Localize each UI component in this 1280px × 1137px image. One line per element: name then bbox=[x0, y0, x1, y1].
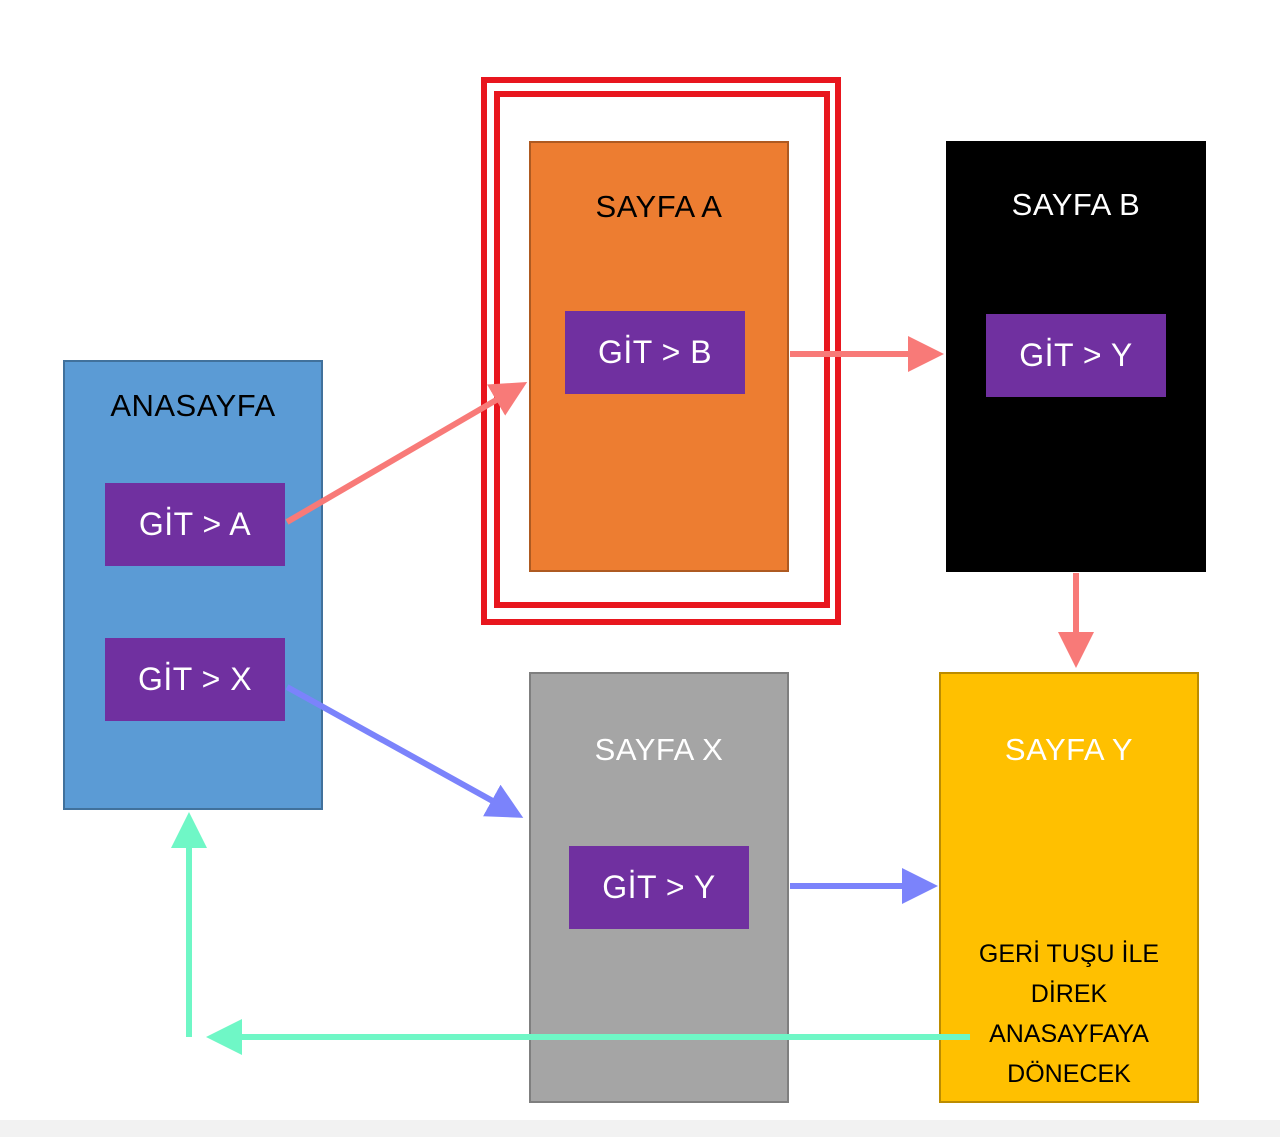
page-a-title: SAYFA A bbox=[595, 189, 723, 224]
go-to-x-button[interactable]: GİT > X bbox=[105, 638, 285, 721]
page-home-title: ANASAYFA bbox=[110, 388, 276, 423]
page-home: ANASAYFA GİT > A GİT > X bbox=[63, 360, 323, 810]
arrow-home-to-a bbox=[285, 381, 528, 525]
go-to-b-button[interactable]: GİT > B bbox=[565, 311, 745, 394]
page-a: SAYFA A GİT > B bbox=[529, 141, 789, 572]
page-x-go-to-y-button[interactable]: GİT > Y bbox=[569, 846, 749, 929]
page-x: SAYFA X GİT > Y bbox=[529, 672, 789, 1103]
go-to-a-button[interactable]: GİT > A bbox=[105, 483, 285, 566]
page-b-go-to-y-button[interactable]: GİT > Y bbox=[986, 314, 1166, 397]
bottom-strip bbox=[0, 1120, 1280, 1137]
page-b: SAYFA B GİT > Y bbox=[946, 141, 1206, 572]
page-y: SAYFA Y GERİ TUŞU İLE DİREK ANASAYFAYA D… bbox=[939, 672, 1199, 1103]
arrow-home-to-x bbox=[285, 684, 524, 818]
page-y-title: SAYFA Y bbox=[1004, 732, 1134, 767]
page-b-title: SAYFA B bbox=[1011, 187, 1141, 222]
page-x-title: SAYFA X bbox=[594, 732, 724, 767]
highlight-frame-inner bbox=[494, 91, 830, 608]
page-y-note: GERİ TUŞU İLE DİREK ANASAYFAYA DÖNECEK bbox=[978, 940, 1160, 1088]
